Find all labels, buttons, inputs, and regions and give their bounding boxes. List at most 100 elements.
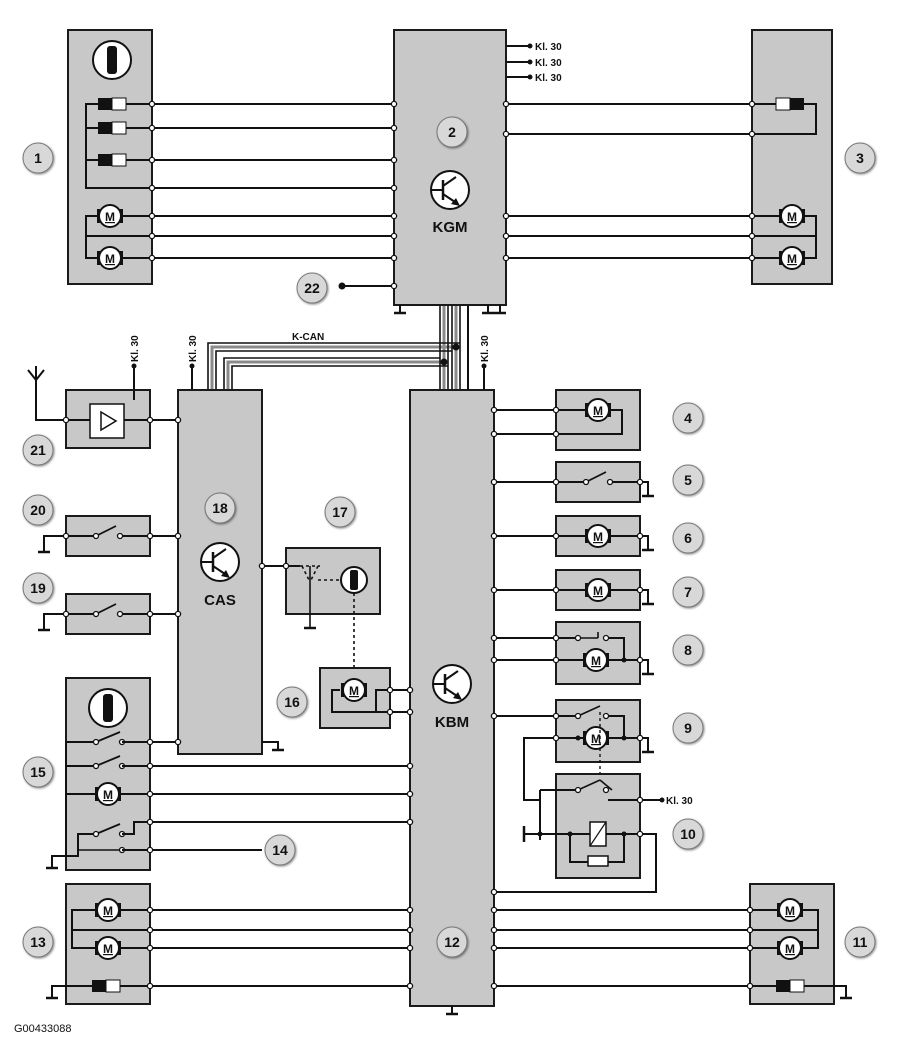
component-21-antenna-amplifier (27, 366, 151, 449)
connection-pin (490, 906, 498, 914)
connection-pin (386, 708, 394, 716)
component-20-switch (38, 515, 151, 557)
component-8-motor-relay: M (555, 621, 654, 685)
connection-pin (146, 532, 154, 540)
callout-19: 19 (22, 572, 54, 604)
component-11-door-module: M M (749, 883, 852, 1005)
kgm-module: KGM (392, 29, 508, 315)
connection-pin (148, 100, 156, 108)
callout-number: 11 (853, 934, 868, 950)
connection-pin (146, 610, 154, 618)
connection-pin (490, 982, 498, 990)
callout-number: 3 (856, 150, 864, 166)
connection-pin (406, 982, 414, 990)
connection-pin (746, 982, 754, 990)
connection-pin (406, 944, 414, 952)
component-4-motor: M (555, 389, 641, 451)
connection-pin (636, 830, 644, 838)
connection-pin (146, 846, 154, 854)
motor-label: M (593, 530, 603, 544)
connection-pin (406, 790, 414, 798)
callout-22: 22 (296, 272, 328, 304)
callout-number: 10 (680, 826, 696, 842)
connection-pin (146, 762, 154, 770)
kl30-label: Kl. 30 (535, 42, 562, 53)
kgm-label: KGM (433, 219, 468, 236)
callout-number: 9 (684, 720, 692, 736)
connection-pin (390, 124, 398, 132)
connection-pin (406, 708, 414, 716)
motor-label: M (103, 788, 113, 802)
connection-pin (552, 586, 560, 594)
connection-pin (490, 532, 498, 540)
callout-21: 21 (22, 434, 54, 466)
callout-number: 12 (444, 934, 460, 950)
motor-label: M (103, 904, 113, 918)
connection-pin (146, 790, 154, 798)
callout-number: 20 (30, 502, 46, 518)
motor-label: M (103, 942, 113, 956)
callout-number: 13 (30, 934, 46, 950)
connection-pin (148, 232, 156, 240)
motor-label: M (785, 904, 795, 918)
connection-pin (148, 156, 156, 164)
connection-pin (748, 130, 756, 138)
callout-11: 11 (844, 926, 876, 958)
callout-7: 7 (672, 576, 704, 608)
component-9-motor-relay: M (555, 699, 654, 800)
connection-pin (502, 254, 510, 262)
callout-number: 4 (684, 410, 692, 426)
connection-pin (490, 926, 498, 934)
callout-10: 10 (672, 818, 704, 850)
wires (35, 45, 752, 987)
kl30-label: Kl. 30 (535, 73, 562, 84)
component-17-hall-sensor (285, 547, 381, 670)
callout-16: 16 (276, 686, 308, 718)
k-can-label: K-CAN (292, 332, 324, 343)
connection-pin (406, 818, 414, 826)
callout-number: 8 (684, 642, 692, 658)
callout-1: 1 (22, 142, 54, 174)
kbm-label: KBM (435, 714, 469, 731)
kl30-label: Kl. 30 (480, 335, 491, 362)
connection-pin (748, 232, 756, 240)
connection-pin (636, 586, 644, 594)
connection-pin (748, 212, 756, 220)
motor-label: M (593, 584, 603, 598)
kl30-label: Kl. 30 (535, 58, 562, 69)
component-1-door-module: M M (67, 29, 153, 285)
connection-pin (748, 254, 756, 262)
component-10-relay: Kl. 30 (522, 773, 693, 879)
connection-pin (502, 100, 510, 108)
connection-pin (490, 430, 498, 438)
motor-label: M (105, 252, 115, 266)
callout-number: 14 (272, 842, 288, 858)
connection-pin (390, 232, 398, 240)
component-19-switch (38, 593, 151, 635)
kl30-label: Kl. 30 (666, 796, 693, 807)
connection-pin (490, 406, 498, 414)
connection-pin (552, 532, 560, 540)
connection-pin (390, 156, 398, 164)
callout-8: 8 (672, 634, 704, 666)
connection-pin (746, 906, 754, 914)
callout-number: 16 (284, 694, 300, 710)
callout-number: 17 (332, 504, 348, 520)
callout-number: 18 (212, 500, 228, 516)
motor-label: M (787, 210, 797, 224)
connection-pin (282, 562, 290, 570)
connection-pin (552, 712, 560, 720)
connection-pin (148, 254, 156, 262)
connection-pin (636, 478, 644, 486)
connection-pin (146, 738, 154, 746)
connection-pin (146, 906, 154, 914)
motor-label: M (787, 252, 797, 266)
connection-pin (146, 944, 154, 952)
connection-pin (406, 686, 414, 694)
connection-pin (148, 212, 156, 220)
connection-pin (62, 416, 70, 424)
callout-12: 12 (436, 926, 468, 958)
kl30-label: Kl. 30 (188, 335, 199, 362)
connection-pin (636, 796, 644, 804)
connection-pin (748, 100, 756, 108)
